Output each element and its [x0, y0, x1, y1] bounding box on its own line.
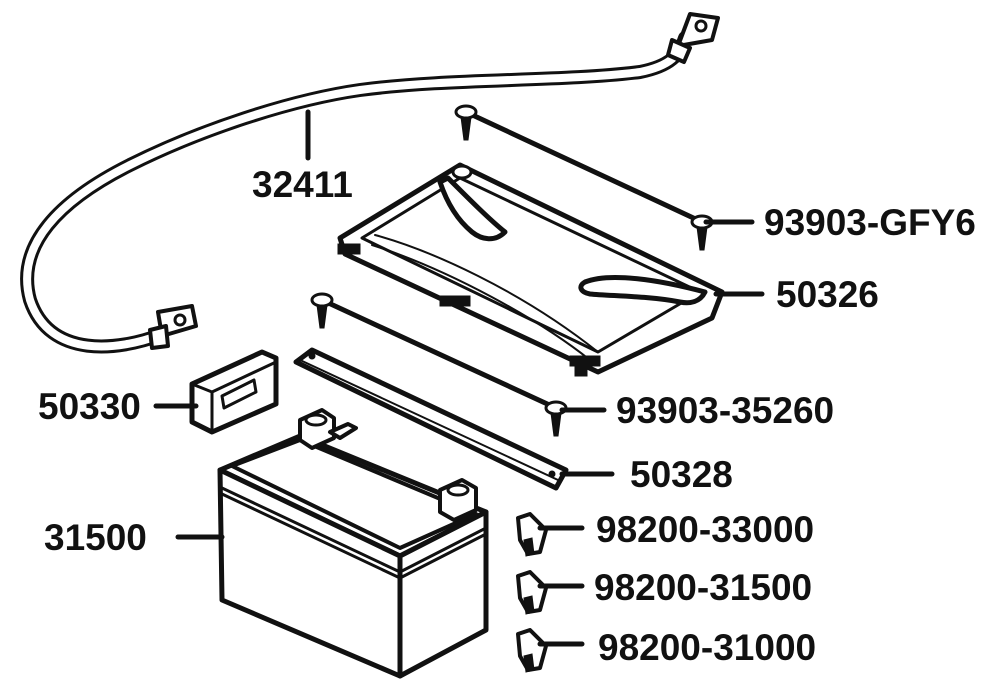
rubber-pad: [189, 349, 279, 435]
label-battery: 31500: [44, 517, 147, 558]
label-fuse-10a: 98200-31000: [598, 627, 816, 668]
label-fuse-30a: 98200-33000: [596, 509, 814, 550]
battery: [217, 408, 489, 679]
screw-icon: [310, 292, 334, 329]
label-strap: 50328: [630, 454, 733, 495]
label-screw-top: 93903-GFY6: [764, 202, 976, 243]
fuse-15a: [516, 570, 548, 615]
label-screw-bottom: 93903-35260: [616, 390, 834, 431]
battery-strap: [293, 347, 569, 491]
fuse-30a: [516, 512, 548, 557]
screw-icon: [454, 104, 478, 141]
terminal-icon: [298, 408, 336, 450]
battery-cover: [337, 162, 725, 377]
label-cable: 32411: [252, 164, 353, 205]
label-cover: 50326: [776, 274, 879, 315]
label-pad: 50330: [38, 386, 141, 427]
fuse-10a: [516, 628, 548, 673]
leader-lines: [153, 109, 765, 647]
battery-cable: [20, 12, 720, 354]
screw-icon: [544, 400, 568, 437]
terminal-icon: [438, 478, 478, 522]
label-fuse-15a: 98200-31500: [594, 567, 812, 608]
